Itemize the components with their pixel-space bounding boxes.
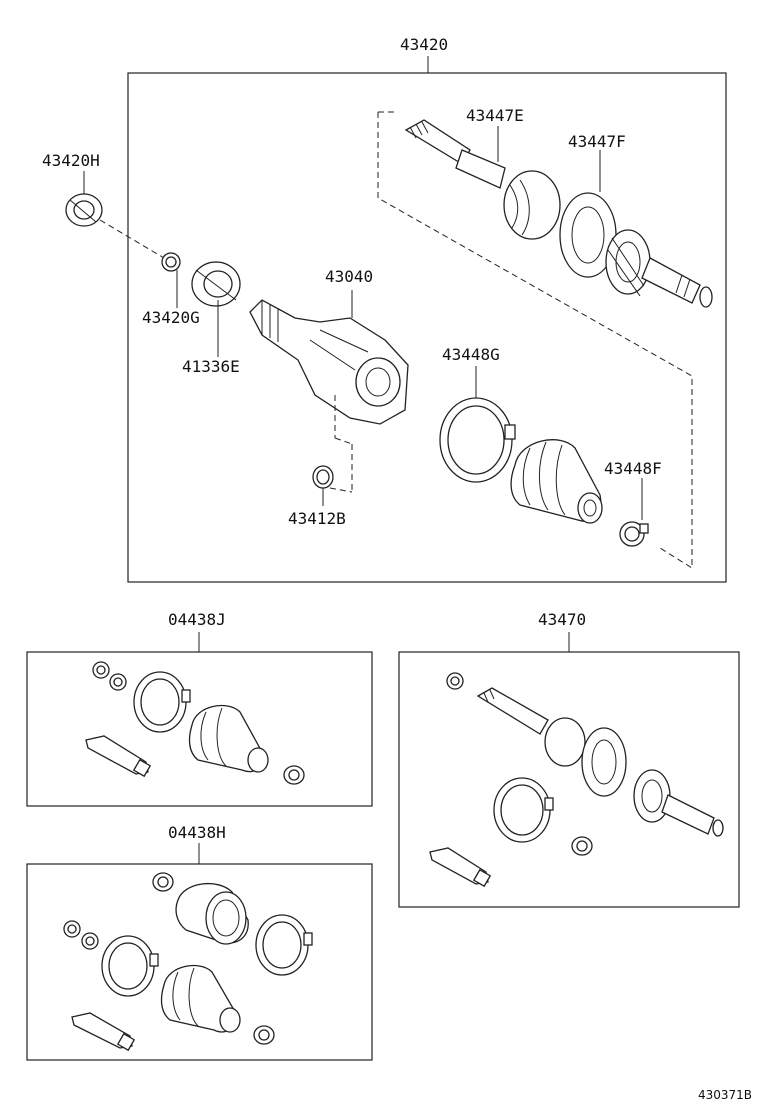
- kit-43470-parts[interactable]: [429, 672, 724, 888]
- kit-04438j-parts[interactable]: [85, 661, 305, 785]
- label-43447e[interactable]: 43447E: [466, 106, 524, 125]
- label-43470[interactable]: 43470: [538, 610, 586, 629]
- bearing-43420h[interactable]: [65, 193, 103, 227]
- bearing-41336e[interactable]: [191, 261, 241, 307]
- kit-04438h-parts[interactable]: [63, 872, 313, 1052]
- label-43420h[interactable]: 43420H: [42, 151, 100, 170]
- label-04438h[interactable]: 04438H: [168, 823, 226, 842]
- label-43412b[interactable]: 43412B: [288, 509, 346, 528]
- inboard-joint-43040[interactable]: [249, 299, 409, 425]
- label-43040[interactable]: 43040: [325, 267, 373, 286]
- snap-ring-43412b[interactable]: [312, 465, 334, 489]
- boot-bellows[interactable]: [510, 439, 603, 524]
- label-43447f[interactable]: 43447F: [568, 132, 626, 151]
- label-43420[interactable]: 43420: [400, 35, 448, 54]
- assembly-43470: 43470: [398, 610, 740, 908]
- outboard-shaft-assembly[interactable]: [404, 119, 713, 308]
- label-43448f[interactable]: 43448F: [604, 459, 662, 478]
- diagram-reference-code: 430371B: [698, 1088, 752, 1102]
- label-04438j[interactable]: 04438J: [168, 610, 226, 629]
- label-43448g[interactable]: 43448G: [442, 345, 500, 364]
- frame-43420: [127, 72, 727, 583]
- assembly-43420: 43420 43420H 43420G 41336E: [42, 35, 727, 583]
- boot-band-43448g[interactable]: [439, 397, 516, 483]
- label-43420g[interactable]: 43420G: [142, 308, 200, 327]
- label-41336e[interactable]: 41336E: [182, 357, 240, 376]
- kit-04438j: 04438J: [26, 610, 373, 807]
- snap-ring-43420g[interactable]: [161, 252, 181, 272]
- boot-band-43448f[interactable]: [619, 521, 649, 547]
- kit-04438h: 04438H: [26, 823, 373, 1061]
